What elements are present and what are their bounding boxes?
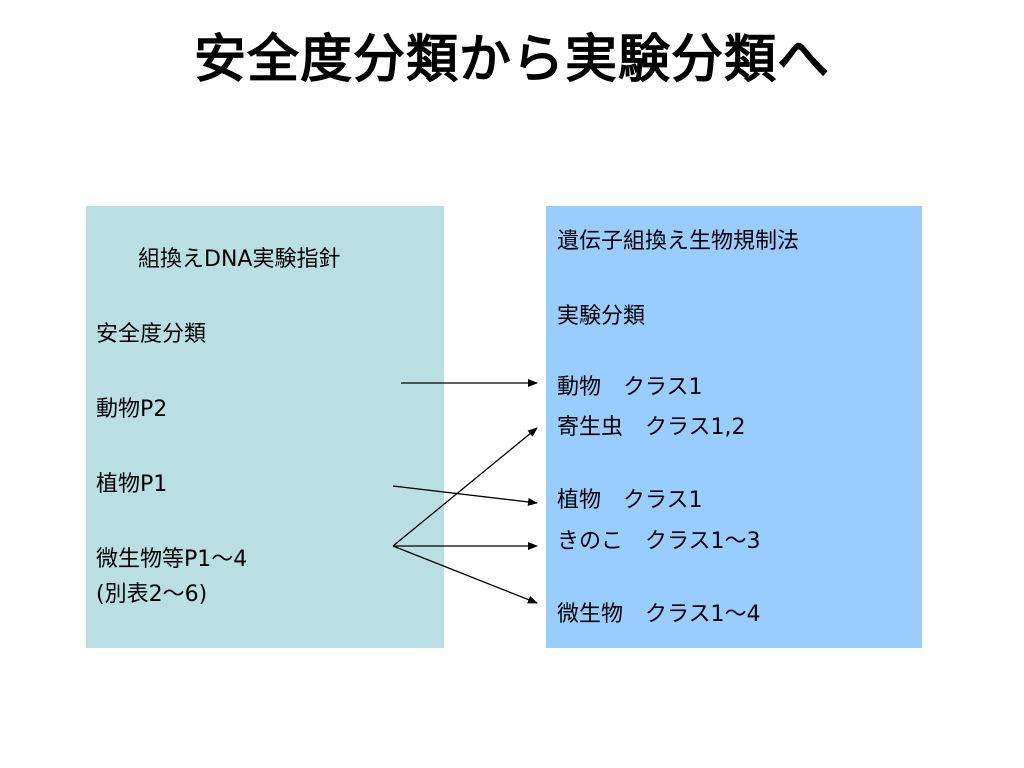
safety-classification-box	[86, 206, 444, 648]
experiment-classification-box	[546, 206, 922, 648]
left-item-microbes: 微生物等P1〜4	[96, 547, 248, 572]
right-item-mushrooms: きのこ クラス1〜3	[557, 529, 761, 554]
left-item-animals: 動物P2	[96, 397, 168, 422]
left-box-heading: 組換えDNA実験指針	[138, 247, 341, 272]
right-item-animals: 動物 クラス1	[557, 375, 703, 400]
right-box-subheading: 実験分類	[557, 304, 646, 329]
right-item-parasites: 寄生虫 クラス1,2	[557, 415, 746, 440]
slide-title: 安全度分類から実験分類へ	[193, 30, 830, 90]
right-item-plants: 植物 クラス1	[557, 488, 703, 513]
left-item-plants: 植物P1	[96, 472, 168, 497]
right-item-microbes: 微生物 クラス1〜4	[557, 602, 761, 627]
right-box-heading: 遺伝子組換え生物規制法	[557, 229, 800, 254]
left-item-microbes-note: (別表2〜6)	[96, 582, 208, 607]
left-box-subheading: 安全度分類	[96, 322, 207, 347]
